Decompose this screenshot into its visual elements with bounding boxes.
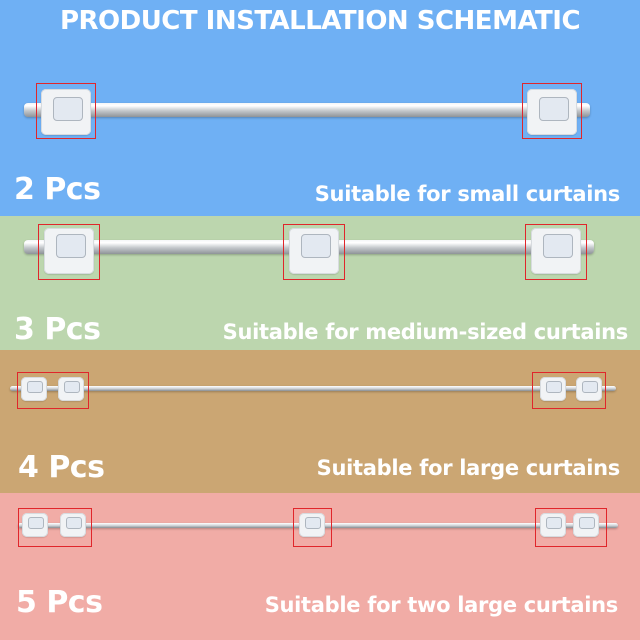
rod-clip-middle [301,234,331,258]
description-label: Suitable for medium-sized curtains [222,320,629,344]
highlight-box-left [18,508,92,547]
highlight-box-left [17,372,89,409]
rod-clip-left [53,97,83,121]
count-label: 4 Pcs [18,450,105,485]
highlight-box-right [525,224,587,280]
highlight-box-left [36,83,96,139]
rod-clip [64,381,80,393]
option-panel-3-pcs: 3 Pcs Suitable for medium-sized curtains [0,216,640,350]
option-panel-5-pcs: 5 Pcs Suitable for two large curtains [0,493,640,640]
highlight-box-middle [293,508,332,547]
rod-clip-right [543,234,573,258]
highlight-box-right [522,83,582,139]
count-label: 2 Pcs [14,172,101,207]
option-panel-4-pcs: 4 Pcs Suitable for large curtains [0,350,640,493]
rod-clip [546,517,562,529]
option-panel-2-pcs: PRODUCT INSTALLATION SCHEMATIC 2 Pcs Sui… [0,0,640,216]
rod-clip [66,517,82,529]
highlight-box-middle [283,224,345,280]
page-title: PRODUCT INSTALLATION SCHEMATIC [59,6,581,36]
highlight-box-right [532,372,606,409]
rod-clip [28,517,44,529]
highlight-box-right [535,508,607,547]
description-label: Suitable for two large curtains [264,593,619,617]
description-label: Suitable for large curtains [316,456,621,480]
rod-clip [546,381,562,393]
curtain-rod [10,386,616,391]
count-label: 3 Pcs [14,312,101,347]
rod-clip [582,381,598,393]
rod-clip-left [56,234,86,258]
rod-clip-right [539,97,569,121]
rod-clip [579,517,595,529]
description-label: Suitable for small curtains [314,182,621,206]
rod-clip [305,517,321,529]
count-label: 5 Pcs [16,585,103,620]
rod-clip [27,381,43,393]
highlight-box-left [38,224,100,280]
curtain-rod [24,103,590,117]
